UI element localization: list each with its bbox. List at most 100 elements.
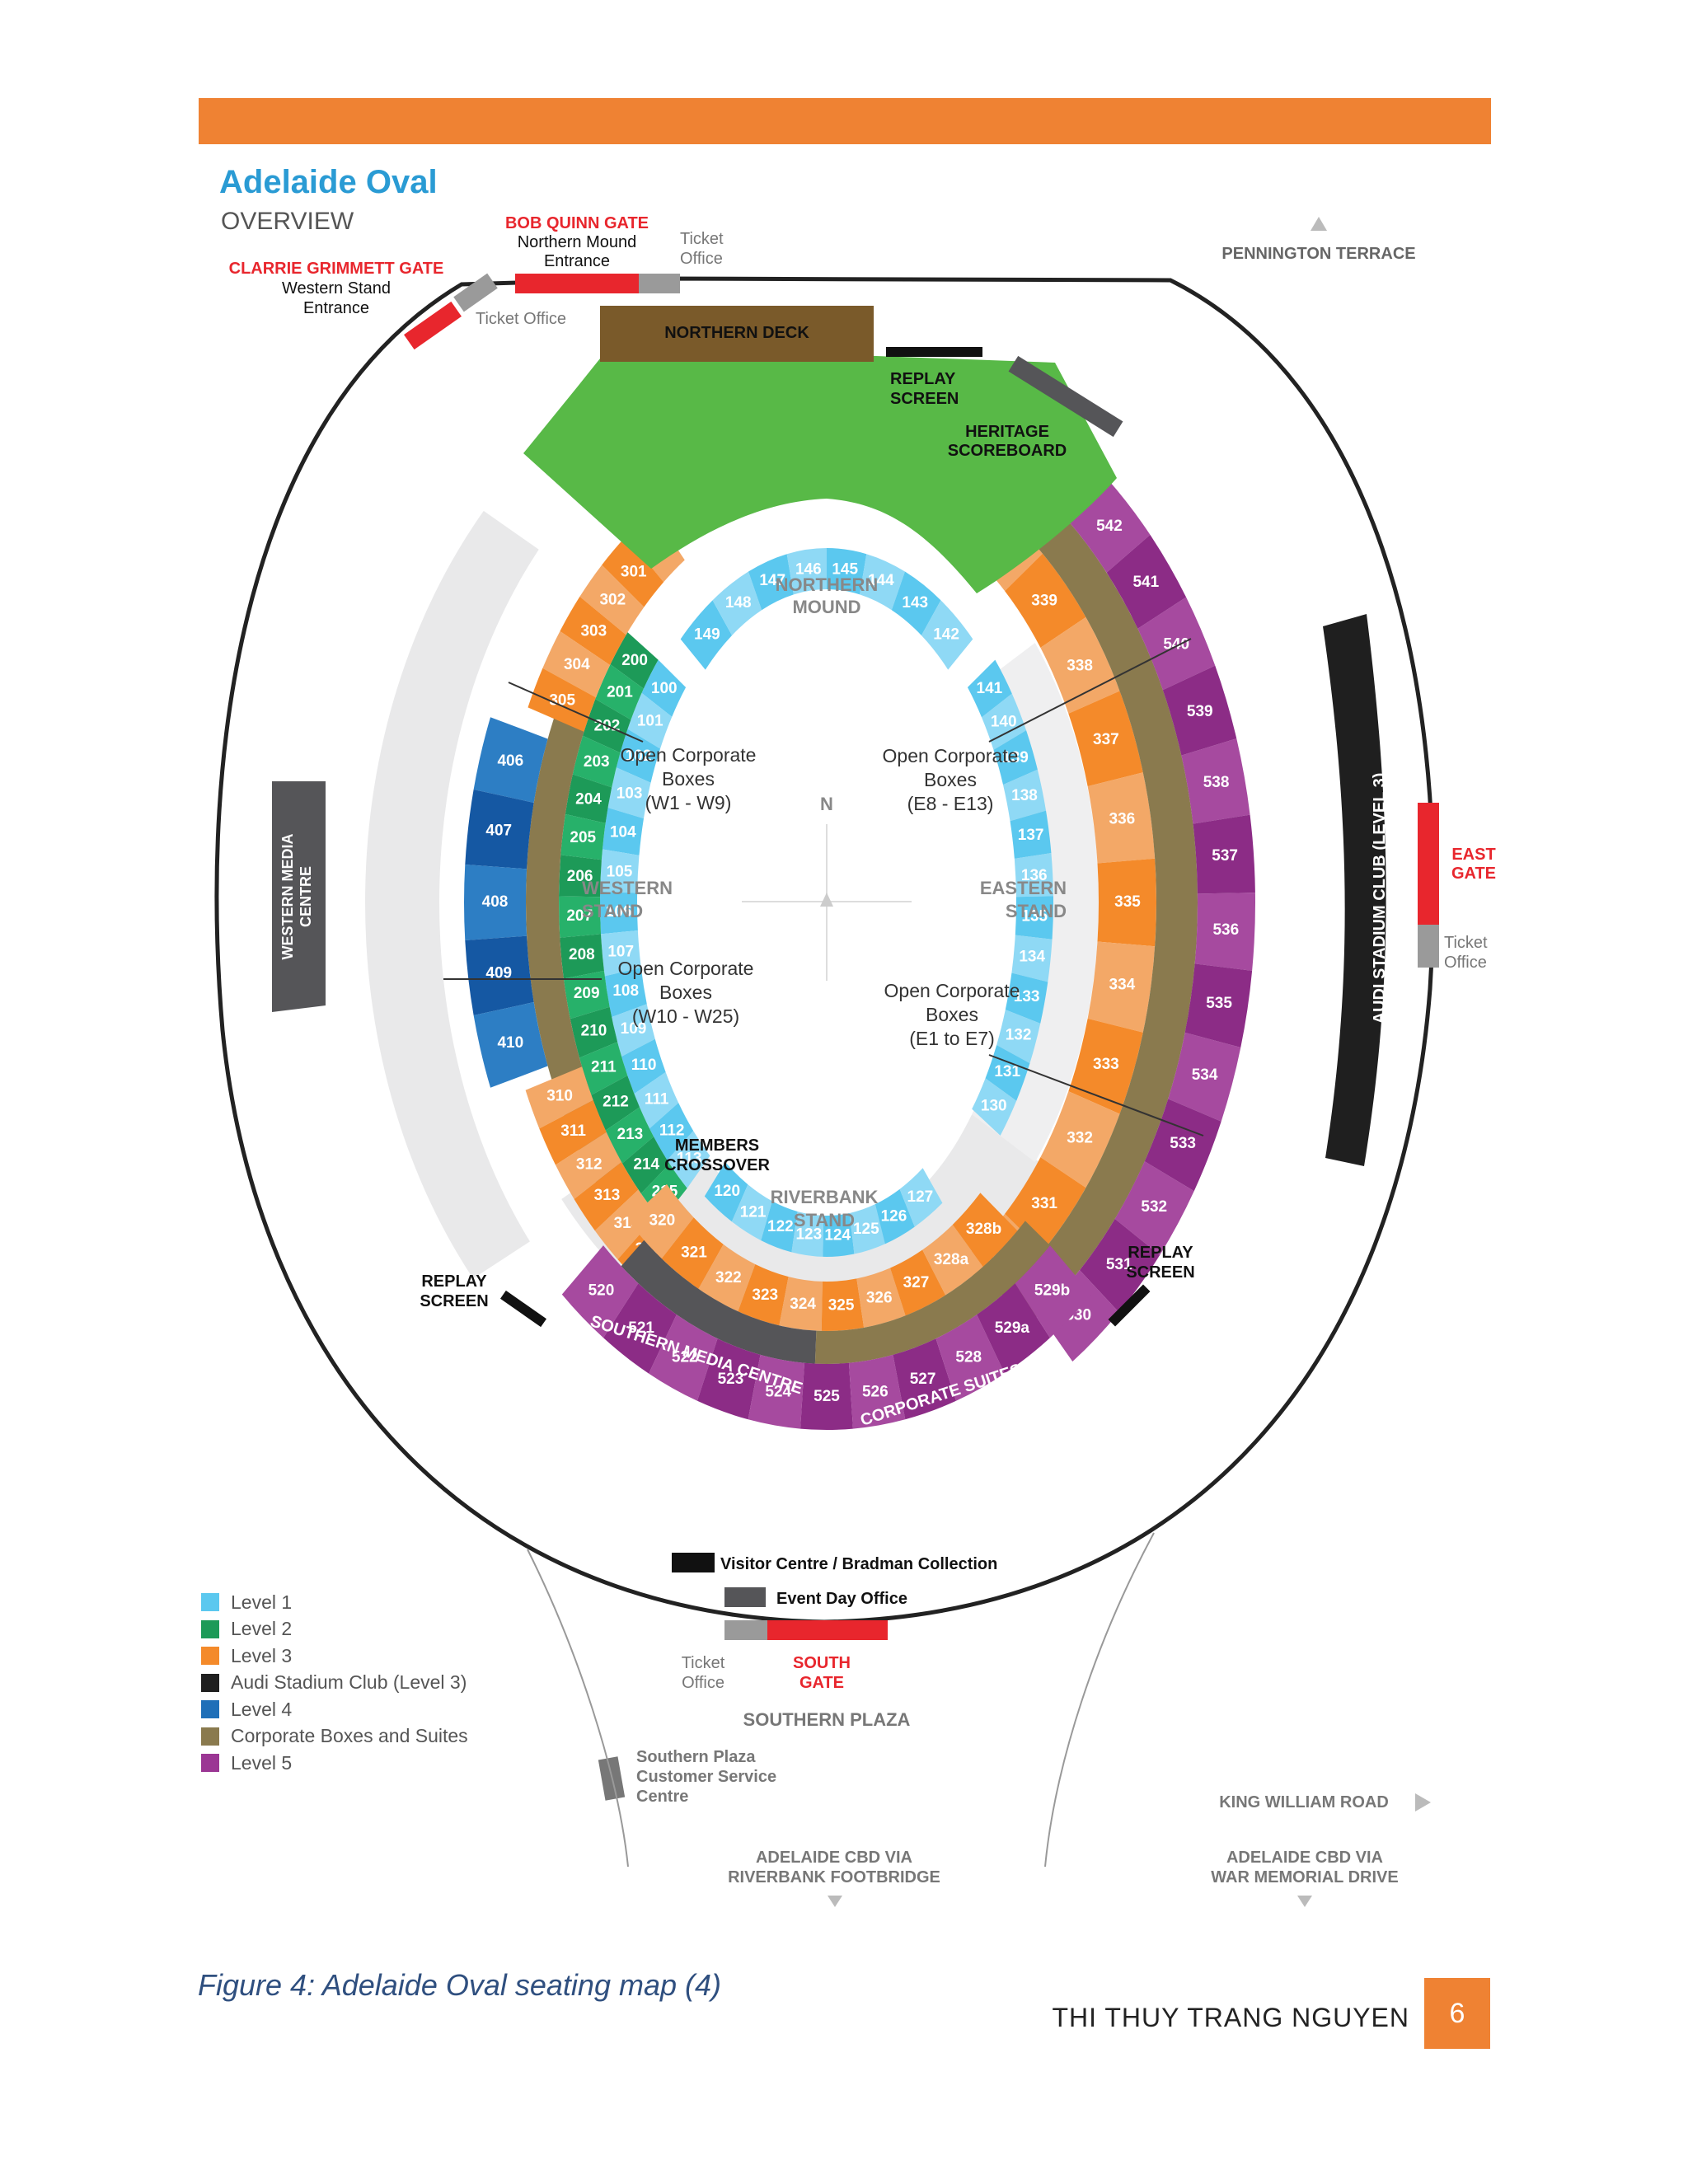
eastern-stand-label2: STAND [1006,901,1067,921]
level3-west-north-section-label: 304 [564,656,590,673]
riverbank-path-left [527,1549,629,1868]
level3-east-section-label: 331 [1031,1195,1057,1212]
level5-east-section-label: 542 [1096,518,1123,535]
level3-east-section-label: 334 [1109,976,1136,993]
level3-south-section-label: 323 [752,1286,778,1304]
cbd-war-arrow-icon [1297,1896,1312,1907]
level2-west-section-label: 206 [567,868,593,885]
level3-east-section [1087,941,1156,1033]
level3-west-south-section-label: 311 [560,1122,586,1140]
cb-e8-l3: (E8 - E13) [907,793,994,814]
level3-south-section [856,1268,906,1328]
level1-west-section [600,891,638,935]
legend-swatch [201,1593,219,1612]
level1-east-section-label: 131 [994,1063,1020,1080]
level3-east-section [1040,616,1120,714]
level1-west-section-label: 101 [637,713,663,730]
heritage-label1: HERITAGE [965,423,1049,441]
level1-north-section-label: 142 [933,626,959,644]
level5-south-section [603,1283,677,1374]
level5-east-section [1079,1218,1160,1313]
replay-sw-2: SCREEN [420,1292,488,1310]
level5-east-section-label: 535 [1206,995,1232,1012]
level5-south-section [935,1315,1005,1401]
audi-stadium-club-bar [1323,614,1386,1166]
sp-service-1: Southern Plaza [636,1748,756,1766]
level1-south-section [761,1201,798,1253]
level1-south-section [791,1212,824,1257]
level5-east-section [1194,893,1255,971]
header-bar [199,98,1491,144]
corporate-suites-2-11 [814,1221,1050,1364]
level3-south-section [628,1183,694,1259]
level1-south-section-label: 122 [767,1218,794,1235]
north-arrow-icon [1311,217,1327,231]
northern-mound-label1: NORTHERN [776,574,879,595]
level4-west-section [473,717,548,803]
cb-w1-l3: (W1 - W9) [645,792,732,813]
northern-mound-grass [523,346,1117,593]
level3-south-section [890,1249,946,1316]
cb-e8-l2: Boxes [924,769,977,790]
legend-label: Audi Stadium Club (Level 3) [231,1671,467,1694]
replay-screen-north-label2: SCREEN [890,390,959,408]
cbd-war-2: WAR MEMORIAL DRIVE [1211,1868,1398,1886]
level1-west-section [634,1071,679,1129]
level1-west-section-label: 112 [659,1122,685,1139]
level5-east-section-label: 539 [1187,703,1213,720]
south-gate-1: SOUTH [793,1654,851,1672]
replay-se-2: SCREEN [1126,1263,1194,1282]
level3-south-section [738,1263,789,1326]
members-crossover-2: CROSSOVER [664,1156,770,1174]
level1-west-section [649,1103,694,1160]
northern-deck-label: NORTHERN DECK [664,324,809,342]
visitor-centre-icon [672,1553,715,1572]
east-ticket-1: Ticket [1444,934,1488,952]
replay-screen-sw [499,1290,547,1328]
western-stand-label1: WESTERN [582,878,673,898]
legend-swatch [201,1673,219,1692]
level3-south-section [698,1244,756,1312]
level2-west-section-label: 214 [633,1155,659,1173]
level1-south-section [731,1184,772,1241]
level1-south-section-label: 125 [853,1221,879,1238]
level1-north-section [860,554,905,611]
corporate-12-55-label: CORPORATE SUITES 12-55 [1268,791,1286,1006]
level1-north-section-label: 145 [832,561,858,579]
level3-south-section-label: 325 [828,1296,855,1314]
level1-west-section [667,1131,710,1188]
logo-brand: Adelaide Oval [219,164,438,200]
cb-w1-pointer [508,682,644,743]
event-day-office-icon [724,1587,766,1607]
level5-south-section [561,1245,639,1338]
level1-west-section [602,808,644,855]
ticket-office-west: Ticket Office [476,310,566,328]
level1-west-section-label: 110 [631,1057,657,1074]
cb-e1-l3: (E1 to E7) [909,1028,995,1049]
level1-east-section [1011,935,1053,982]
level5-east-section [1137,597,1216,691]
level5-east-section-label: 537 [1212,847,1238,865]
level1-south-section-label: 127 [907,1188,934,1206]
level2-west-section-label: 207 [566,907,593,925]
cb-e1-l1: Open Corporate [884,980,1020,1001]
level4-west-section-label: 406 [497,752,523,770]
level1-east-section-label: 138 [1011,787,1038,804]
level5-south-section [748,1354,805,1429]
level2-west-section [563,971,610,1019]
level4-west-section-label: 408 [482,893,509,911]
level5-south-section-label: 527 [910,1371,936,1388]
western-stand-label2: STAND [582,901,643,921]
cb-e1-pointer [988,1054,1204,1137]
level2-west-section [565,774,612,823]
level1-east-section [993,730,1038,785]
southern-media-centre [621,1240,817,1364]
level1-north-section [891,571,941,635]
sp-service-2: Customer Service [636,1768,776,1786]
level5-east-section [1168,1032,1241,1122]
level1-south-section-label: 123 [795,1226,822,1243]
level5-south-section-label: 523 [718,1371,744,1388]
level3-east-section [1005,553,1086,648]
level1-west-section-label: 113 [677,1151,702,1168]
level1-west-section [607,767,651,819]
